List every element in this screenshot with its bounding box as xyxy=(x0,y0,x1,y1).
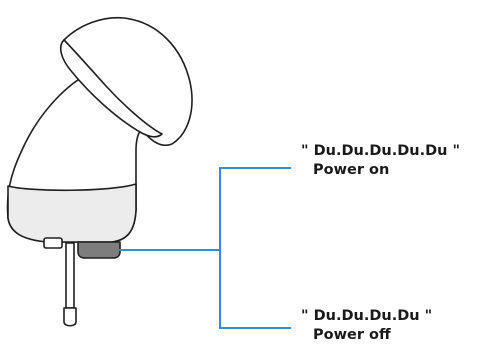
device-base xyxy=(7,183,137,243)
device-hood xyxy=(63,16,193,147)
callout-action: Power off xyxy=(313,327,391,343)
stand-rod xyxy=(65,242,75,309)
stand-rod-tip xyxy=(63,307,77,327)
callout-power-off: " Du.Du.Du.Du " Power off xyxy=(301,307,432,345)
callout-sound: " Du.Du.Du.Du.Du " xyxy=(301,143,461,159)
callout-action: Power on xyxy=(313,162,390,178)
device-hood-rim xyxy=(59,39,163,138)
callout-sound: " Du.Du.Du.Du " xyxy=(301,308,433,324)
device-illustration xyxy=(6,16,193,327)
callout-power-on: " Du.Du.Du.Du.Du " Power on xyxy=(301,142,460,180)
left-tab xyxy=(43,237,63,249)
connector-lines xyxy=(119,167,291,329)
power-button-icon[interactable] xyxy=(77,241,121,259)
